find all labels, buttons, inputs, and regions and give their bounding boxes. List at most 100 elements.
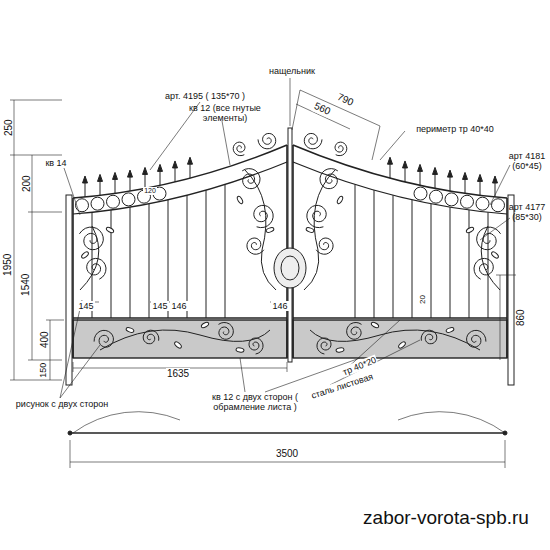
leaf-ornament bbox=[201, 321, 210, 328]
leaf-ornament bbox=[371, 321, 380, 328]
leaf-ornament bbox=[336, 196, 343, 205]
gate-post bbox=[508, 195, 514, 385]
dimension-label: 145 bbox=[77, 301, 94, 311]
ring bbox=[445, 193, 458, 206]
bar bbox=[149, 204, 150, 318]
spike bbox=[173, 161, 178, 168]
dimension-label: кв 14 bbox=[45, 158, 66, 168]
leaf-ornament bbox=[126, 327, 135, 333]
dimension-label: арт. 4195 ( 135*70 ) bbox=[165, 91, 245, 101]
dimension-label: сталь листовая bbox=[309, 371, 375, 401]
dimension-label: 120 bbox=[143, 187, 157, 195]
spike bbox=[463, 172, 468, 179]
spike bbox=[188, 157, 193, 164]
dimension-label: кв 12 (все гнутые элементы) bbox=[175, 103, 275, 124]
dimension-label: арт 4177 (85*30) bbox=[506, 202, 548, 223]
sheet-panel bbox=[293, 320, 507, 358]
dimension-label: 1950 bbox=[2, 254, 14, 276]
scroll bbox=[219, 323, 234, 340]
bar bbox=[431, 204, 432, 318]
scroll bbox=[80, 226, 99, 290]
scroll bbox=[100, 330, 270, 350]
leaf-ornament bbox=[106, 226, 115, 233]
scroll bbox=[79, 227, 103, 250]
bar bbox=[393, 195, 394, 318]
dimension-label: 250 bbox=[2, 120, 14, 137]
bar bbox=[206, 190, 207, 318]
dimension-lines bbox=[10, 90, 516, 468]
bar bbox=[374, 190, 375, 318]
scroll bbox=[477, 227, 501, 250]
bar bbox=[187, 195, 188, 318]
leaf-ornament bbox=[446, 327, 455, 333]
leaf-ornament bbox=[236, 196, 243, 205]
spike bbox=[493, 176, 498, 183]
dimension-label: 1540 bbox=[20, 274, 32, 296]
scroll bbox=[254, 205, 273, 227]
spike bbox=[158, 164, 163, 171]
center-medallion bbox=[274, 248, 306, 288]
leaf-ornament bbox=[306, 227, 315, 233]
dimension-label: 560 bbox=[311, 100, 333, 118]
rail bbox=[73, 317, 287, 319]
center-medallion bbox=[281, 256, 299, 280]
dimension-label: кв 12 с двух сторон ( обрамление листа ) bbox=[195, 392, 315, 413]
cover-strip bbox=[288, 128, 292, 362]
spike bbox=[98, 174, 103, 181]
dimension-label: 860 bbox=[514, 310, 526, 327]
spike bbox=[113, 172, 118, 179]
bar bbox=[469, 210, 470, 318]
bar bbox=[225, 184, 226, 318]
rail bbox=[293, 162, 507, 214]
top-rail bbox=[73, 145, 287, 198]
rail bbox=[293, 317, 507, 319]
spike bbox=[388, 157, 393, 164]
gate-leaf bbox=[293, 134, 507, 359]
scroll bbox=[304, 170, 335, 290]
rail bbox=[73, 162, 287, 214]
scroll bbox=[304, 134, 322, 149]
spike bbox=[403, 161, 408, 168]
scroll bbox=[335, 142, 347, 156]
bar bbox=[412, 200, 413, 318]
ring bbox=[461, 195, 474, 208]
bar bbox=[355, 184, 356, 318]
dimension-label: 3500 bbox=[275, 448, 299, 460]
dimension-label: периметр тр 40*40 bbox=[416, 124, 494, 134]
ring bbox=[91, 197, 104, 210]
ring bbox=[107, 195, 120, 208]
ground-plan bbox=[68, 412, 507, 435]
spike bbox=[418, 164, 423, 171]
spike bbox=[433, 167, 438, 174]
leader-lines bbox=[60, 78, 510, 398]
spike bbox=[143, 167, 148, 174]
leaf-ornament bbox=[236, 347, 245, 352]
top-rail bbox=[293, 145, 507, 198]
bar bbox=[111, 210, 112, 318]
dimension-label: 150 bbox=[39, 362, 49, 377]
ring bbox=[122, 193, 135, 206]
dimension-label: 790 bbox=[334, 91, 356, 109]
bar bbox=[130, 207, 131, 318]
ring bbox=[492, 199, 505, 212]
spike bbox=[128, 170, 133, 177]
ring bbox=[414, 187, 427, 200]
dimension-label: 145 bbox=[151, 301, 168, 311]
dimension-label: нащельник bbox=[269, 66, 315, 76]
gate-post bbox=[66, 195, 72, 385]
leaf-ornament bbox=[81, 251, 90, 259]
dimension-label: 400 bbox=[38, 332, 50, 349]
bar bbox=[450, 207, 451, 318]
dimension-label: рисунок с двух сторон bbox=[16, 399, 108, 409]
leaf-ornament bbox=[491, 251, 500, 259]
leaf-ornament bbox=[266, 227, 275, 233]
spike bbox=[448, 170, 453, 177]
leaf-ornament bbox=[398, 341, 407, 349]
ring bbox=[76, 199, 89, 212]
scroll bbox=[310, 330, 480, 350]
scroll bbox=[233, 142, 245, 156]
dimension-label: 200 bbox=[20, 176, 32, 193]
dimension-label: арт 4181 (60*45) bbox=[506, 151, 548, 172]
ring bbox=[430, 190, 443, 203]
